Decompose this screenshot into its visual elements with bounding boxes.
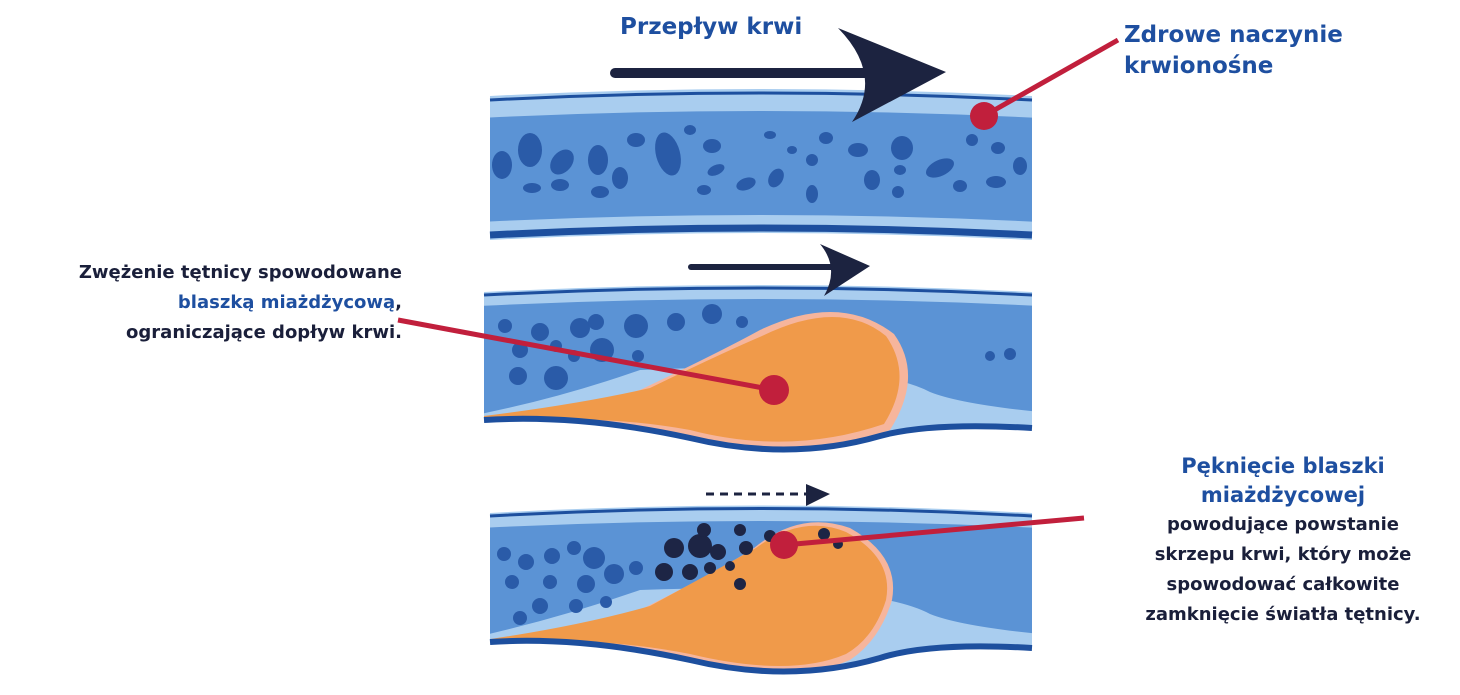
healthy-vessel-bottom-edge xyxy=(490,228,1032,235)
rupture-label-body-line3: spowodować całkowite xyxy=(1108,570,1458,600)
pointer-healthy xyxy=(970,40,1118,130)
healthy-vessel xyxy=(480,89,1040,240)
narrowing-label: Zwężenie tętnicy spowodowane blaszką mia… xyxy=(0,258,402,348)
narrowing-label-line2: blaszką miażdżycową, xyxy=(0,288,402,318)
blood-flow-label: Przepływ krwi xyxy=(620,14,802,40)
rupture-label-body-line1: powodujące powstanie xyxy=(1108,510,1458,540)
healthy-vessel-label: Zdrowe naczynie krwionośne xyxy=(1124,20,1444,82)
narrowing-label-line3: ograniczające dopływ krwi. xyxy=(0,318,402,348)
rupture-label-head-line2: miażdżycowej xyxy=(1108,481,1458,510)
rupture-label: Pęknięcie blaszki miażdżycowej powodując… xyxy=(1108,452,1458,630)
narrowing-label-highlight: blaszką miażdżycową xyxy=(178,292,395,313)
healthy-vessel-label-line1: Zdrowe naczynie xyxy=(1124,20,1444,51)
healthy-vessel-label-line2: krwionośne xyxy=(1124,51,1444,82)
rupture-label-head-line1: Pęknięcie blaszki xyxy=(1108,452,1458,481)
pointer-dot-icon xyxy=(970,102,998,130)
narrowed-vessel xyxy=(480,285,1040,450)
pointer-dot-icon xyxy=(770,531,798,559)
rupture-label-body-line4: zamknięcie światła tętnicy. xyxy=(1108,600,1458,630)
narrowing-label-line1: Zwężenie tętnicy spowodowane xyxy=(0,258,402,288)
dashed-arrow-right-icon xyxy=(706,484,830,506)
narrowing-label-comma: , xyxy=(395,292,402,313)
pointer-dot-icon xyxy=(759,375,789,405)
rupture-label-body-line2: skrzepu krwi, który może xyxy=(1108,540,1458,570)
